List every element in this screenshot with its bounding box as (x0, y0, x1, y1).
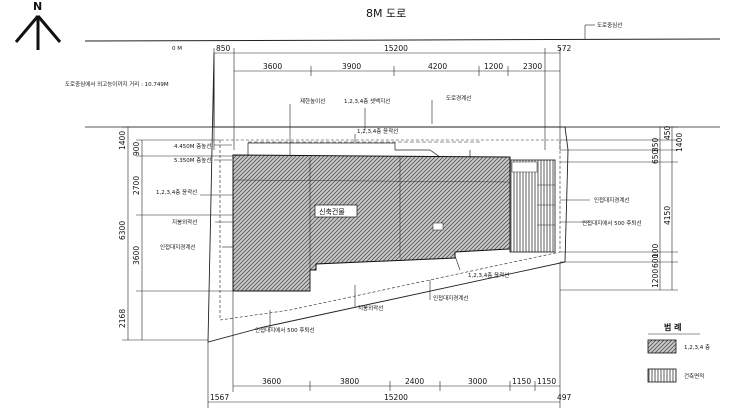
stair-area (509, 159, 556, 253)
leader-lines (200, 100, 590, 328)
top-sub-dim-1: 3600 (263, 62, 282, 71)
label-limit-line-bottom: 지붕외곽선 (358, 304, 383, 312)
legend-swatch-floors (647, 339, 677, 354)
legend-swatch-area (647, 368, 677, 383)
right-dim-5: 4150 (663, 206, 672, 225)
label-setback-1234: 1,2,3,4층 셋백지선 (344, 97, 390, 105)
bottom-sub-dim-1: 3600 (262, 377, 281, 386)
legend-item-floors: 1,2,3,4 층 (684, 343, 710, 351)
left-dim-6: 2168 (118, 309, 127, 328)
right-dim-4: 650 (651, 149, 660, 164)
right-dim-6: 100 (651, 243, 660, 258)
legend-title: 범 례 (664, 322, 682, 332)
left-dim-3: 2700 (132, 176, 141, 195)
north-arrow-icon (14, 15, 62, 50)
right-dim-7: 600 (651, 253, 660, 268)
left-dim-1: 1400 (118, 131, 127, 150)
label-outline-bottom: 1,2,3,4층 윤곽선 (468, 271, 509, 279)
right-dim-1: 450 (663, 125, 672, 140)
label-adjacent-500-right: 인접대지에서 500 후퇴선 (582, 219, 642, 227)
left-dimension-lines (122, 126, 233, 341)
left-dim-2: 900 (132, 141, 141, 156)
road-title: 8M 도로 (366, 7, 406, 20)
label-limit-line-1: 제한높이선 (300, 97, 325, 105)
label-adjacent-500-bottom: 인접대지에서 500 후퇴선 (255, 326, 315, 334)
label-outline-top: 1,2,3,4층 윤곽선 (357, 127, 398, 135)
north-label: N (33, 0, 42, 13)
bottom-dimension-lines (207, 262, 561, 408)
label-outline-left: 1,2,3,4층 윤곽선 (156, 188, 197, 196)
top-sub-dim-4: 1200 (484, 62, 503, 71)
top-dim-right: 572 (557, 44, 572, 53)
road-distance-note: 도로중심에서 외고능이까지 거리 : 10.749M (65, 80, 169, 88)
label-adjacent-left: 인접대지경계선 (160, 243, 195, 251)
center-room-label: 신축건물 (319, 207, 345, 216)
label-adjacent-bottom: 인접대지경계선 (433, 294, 468, 302)
right-dim-3: 350 (651, 137, 660, 152)
legend-item-area: 건축면적 (684, 372, 704, 380)
bottom-dim-total: 15200 (384, 393, 408, 402)
bottom-sub-dim-5: 1150 (512, 377, 531, 386)
bottom-sub-dim-4: 3000 (468, 377, 487, 386)
left-dim-4: 6300 (118, 221, 127, 240)
label-limit-line-left: 지붕외곽선 (172, 218, 197, 226)
label-height-5350: 5.350M 층높선 (174, 156, 211, 164)
bottom-sub-dim-6: 1150 (537, 377, 556, 386)
label-height-4450: 4.450M 층높선 (174, 142, 211, 150)
building-footprint (232, 154, 511, 292)
road-center-label: 도로중심선 (597, 21, 622, 29)
left-dim-5: 3600 (132, 246, 141, 265)
top-sub-dim-3: 4200 (428, 62, 447, 71)
setback-line (219, 139, 561, 321)
bottom-dim-right: 497 (557, 393, 572, 402)
road-zero: 0 M (172, 46, 182, 52)
bottom-sub-dim-3: 2400 (405, 377, 424, 386)
right-dimension-lines (560, 126, 678, 291)
top-dim-left: 850 (216, 44, 231, 53)
bottom-sub-dim-2: 3800 (340, 377, 359, 386)
top-dim-total: 15200 (384, 44, 408, 53)
label-road-boundary: 도로경계선 (446, 94, 471, 102)
label-adjacent-right: 인접대지경계선 (594, 196, 629, 204)
right-dim-2: 1400 (675, 133, 684, 152)
top-sub-dim-5: 2300 (523, 62, 542, 71)
bottom-dim-left: 1567 (210, 393, 229, 402)
top-sub-dim-2: 3900 (342, 62, 361, 71)
right-dim-8: 1200 (651, 269, 660, 288)
road-center-line (84, 38, 721, 42)
